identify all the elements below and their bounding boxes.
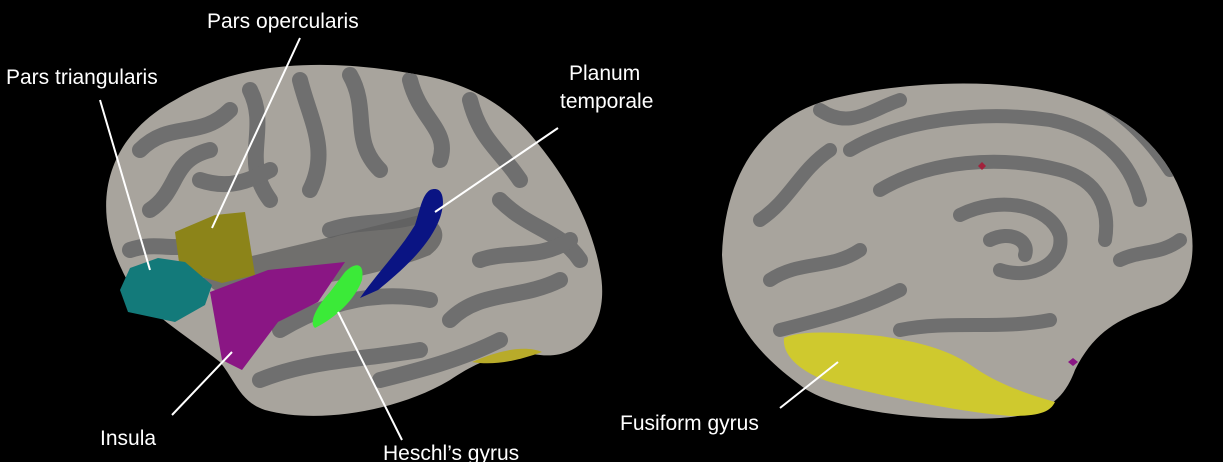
leader-line-insula: [172, 352, 232, 415]
right-hemisphere: [722, 84, 1193, 419]
label-fusiform-gyrus: Fusiform gyrus: [620, 412, 759, 435]
label-insula: Insula: [100, 427, 156, 450]
label-planum-temporale-line2: temporale: [560, 90, 653, 113]
label-heschls-gyrus: Heschl’s gyrus: [383, 442, 519, 462]
label-pars-triangularis: Pars triangularis: [6, 66, 158, 89]
left-hemisphere: [106, 65, 602, 416]
label-pars-opercularis: Pars opercularis: [207, 10, 359, 33]
label-planum-temporale-line1: Planum: [569, 62, 640, 85]
